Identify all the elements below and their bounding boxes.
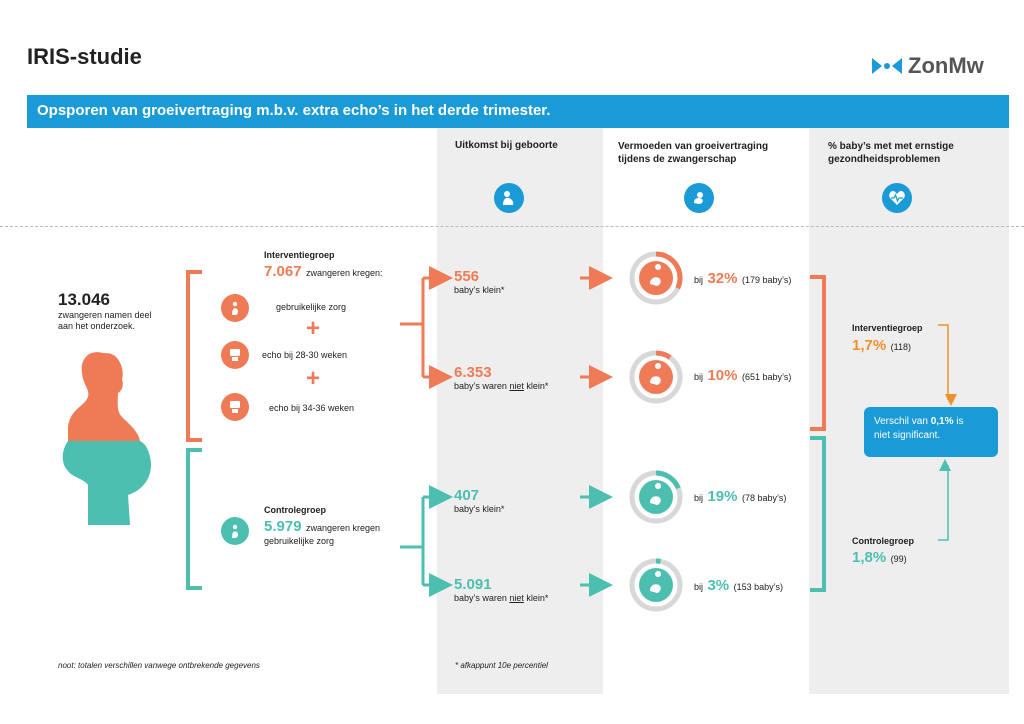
intervention-item-2: echo bij 28-30 weken bbox=[262, 350, 348, 360]
column-outcome-bg bbox=[437, 128, 603, 694]
intervention-count: 7.067 zwangeren kregen: bbox=[264, 263, 383, 280]
outcome-2: 6.353 baby’s waren niet klein* bbox=[454, 364, 549, 391]
result-intervention: 1,7% (118) bbox=[852, 337, 911, 354]
note-left: noot: totalen verschillen vanwege ontbre… bbox=[58, 661, 260, 670]
result-control: 1,8% (99) bbox=[852, 549, 907, 566]
control-care-text: gebruikelijke zorg bbox=[264, 536, 335, 546]
donut-2 bbox=[628, 349, 684, 405]
usual-care-icon bbox=[221, 294, 249, 322]
column-header-suspicion: Vermoeden van groeivertraging tijdens de… bbox=[618, 141, 769, 165]
pregnant-woman-illustration bbox=[62, 352, 152, 525]
result-intervention-title: Interventiegroep bbox=[852, 323, 923, 333]
heart-icon bbox=[882, 183, 912, 213]
column-header-health: % baby’s met met ernstige gezondheidspro… bbox=[828, 141, 954, 165]
result-arrows bbox=[938, 324, 957, 541]
intervention-item-1: gebruikelijke zorg bbox=[276, 302, 347, 312]
control-title: Controlegroep bbox=[264, 505, 326, 515]
banner-text: Opsporen van groeivertraging m.b.v. extr… bbox=[37, 102, 551, 119]
ultrasound-icon-1 bbox=[221, 341, 249, 369]
suspicion-4: bij 3% (153 baby’s) bbox=[694, 577, 783, 594]
page-title: IRIS-studie bbox=[27, 44, 142, 69]
donut-arc bbox=[629, 470, 683, 524]
outcome-4: 5.091 baby’s waren niet klein* bbox=[454, 576, 549, 603]
right-bracket-control bbox=[810, 436, 826, 592]
right-bracket-intervention bbox=[810, 275, 826, 431]
donut-4 bbox=[628, 557, 684, 613]
control-bracket bbox=[186, 448, 202, 590]
outcome-1: 556 baby’s klein* bbox=[454, 268, 505, 295]
control-count: 5.979 zwangeren kregen bbox=[264, 518, 381, 535]
zonmw-logo-icon bbox=[872, 58, 902, 74]
donut-arc bbox=[629, 558, 683, 612]
flow-connectors bbox=[400, 266, 613, 597]
note-mid: * afkappunt 10e percentiel bbox=[455, 661, 548, 670]
total-participants: 13.046 zwangeren namen deel aan het onde… bbox=[58, 290, 152, 331]
result-control-title: Controlegroep bbox=[852, 536, 914, 546]
donut-arc bbox=[629, 251, 683, 305]
baby-icon bbox=[494, 183, 524, 213]
intervention-title: Interventiegroep bbox=[264, 250, 335, 260]
intervention-item-3: echo bij 34-36 weken bbox=[269, 403, 355, 413]
zonmw-logo: ZonMw bbox=[870, 53, 984, 79]
divider bbox=[0, 226, 1024, 227]
control-care-icon bbox=[221, 517, 249, 545]
donut-3 bbox=[628, 469, 684, 525]
banner: Opsporen van groeivertraging m.b.v. extr… bbox=[27, 95, 1009, 128]
intervention-bracket bbox=[186, 270, 202, 442]
plus-icon-2: + bbox=[306, 365, 321, 392]
column-header-outcome: Uitkomst bij geboorte bbox=[455, 140, 558, 151]
plus-icon-1: + bbox=[306, 315, 321, 342]
difference-box: Verschil van 0,1% is niet significant. bbox=[864, 407, 998, 457]
ultrasound-icon-2 bbox=[221, 393, 249, 421]
total-number: 13.046 bbox=[58, 290, 110, 309]
donut-1 bbox=[628, 250, 684, 306]
suspicion-1: bij 32% (179 baby’s) bbox=[694, 270, 792, 287]
donut-arc bbox=[629, 350, 683, 404]
outcome-3: 407 baby’s klein* bbox=[454, 487, 505, 514]
zonmw-logo-text: ZonMw bbox=[908, 53, 984, 78]
suspicion-2: bij 10% (651 baby’s) bbox=[694, 367, 792, 384]
suspicion-3: bij 19% (78 baby’s) bbox=[694, 488, 787, 505]
fetus-icon bbox=[684, 183, 714, 213]
